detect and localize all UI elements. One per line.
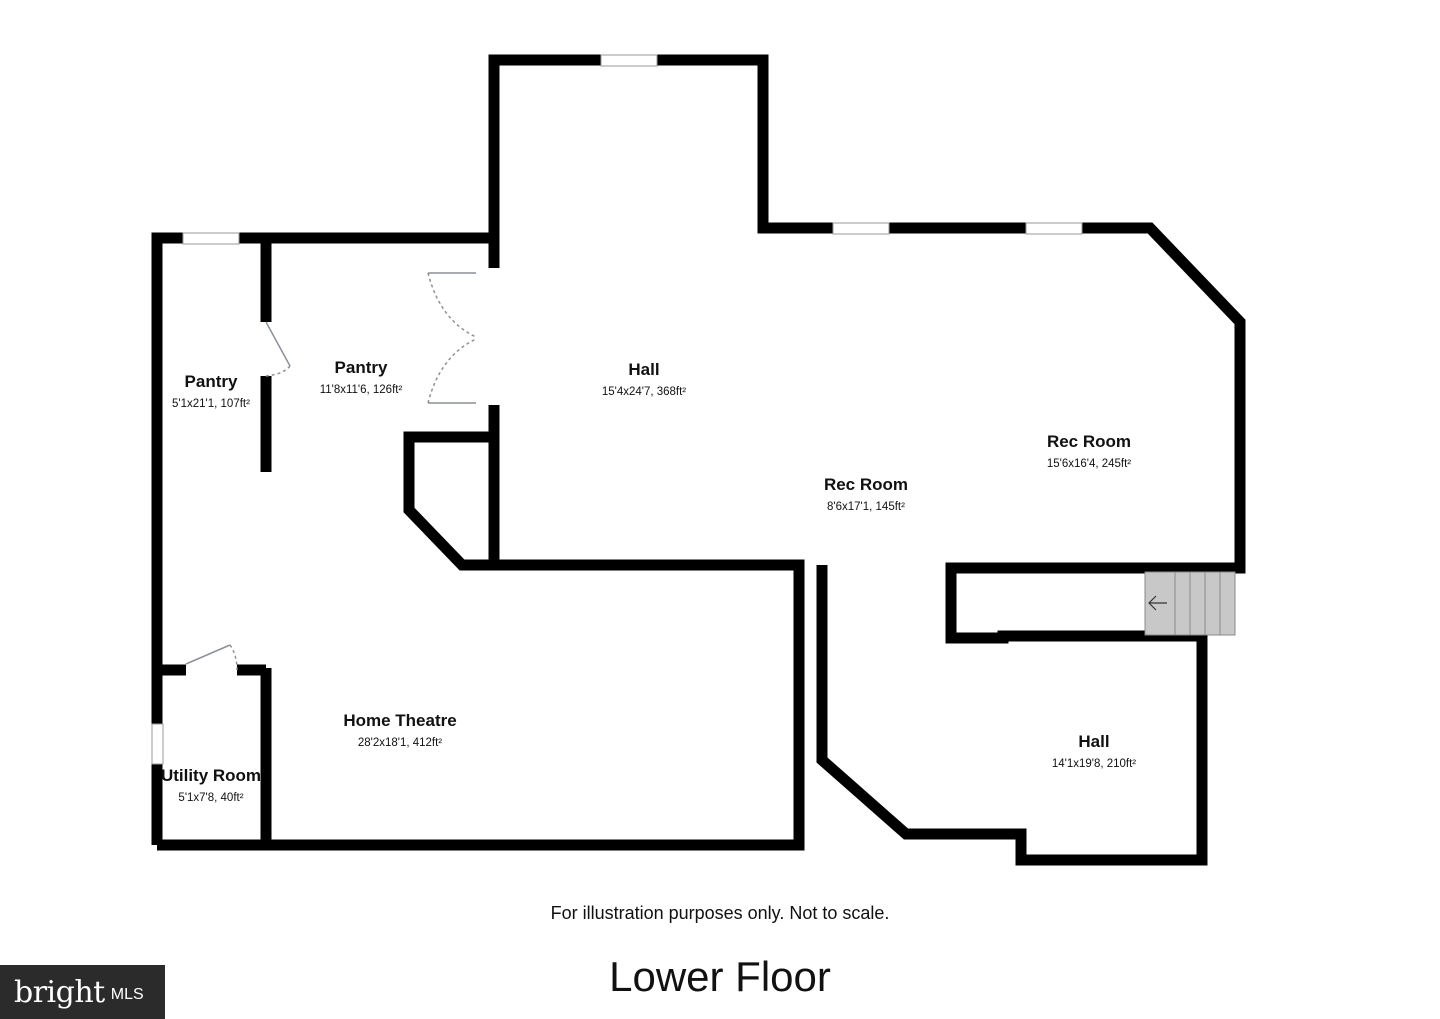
room-name: Home Theatre bbox=[343, 711, 456, 730]
floor-plan: Pantry 5'1x21'1, 107ft² Pantry 11'8x11'6… bbox=[151, 54, 1246, 866]
room-labels: Pantry 5'1x21'1, 107ft² Pantry 11'8x11'6… bbox=[161, 358, 1136, 804]
room-dims: 8'6x17'1, 145ft² bbox=[827, 501, 905, 513]
stairs-arrow-icon bbox=[1148, 595, 1167, 611]
logo-brand: bright bbox=[14, 974, 105, 1010]
room-name: Utility Room bbox=[161, 766, 261, 785]
disclaimer: For illustration purposes only. Not to s… bbox=[550, 903, 890, 923]
bright-mls-logo: bright MLS bbox=[0, 965, 165, 1019]
room-dims: 5'1x21'1, 107ft² bbox=[172, 398, 250, 410]
doors bbox=[185, 272, 477, 671]
room-dims: 11'8x11'6, 126ft² bbox=[320, 384, 403, 396]
window bbox=[151, 723, 164, 765]
room-name: Rec Room bbox=[1047, 432, 1131, 451]
window bbox=[182, 232, 240, 245]
room-name: Pantry bbox=[335, 358, 388, 377]
window bbox=[600, 54, 658, 67]
floor-title: Lower Floor bbox=[609, 953, 831, 1000]
window bbox=[1025, 222, 1083, 235]
room-name: Pantry bbox=[185, 372, 238, 391]
room-name: Rec Room bbox=[824, 475, 908, 494]
room-dims: 15'6x16'4, 245ft² bbox=[1047, 458, 1131, 470]
room-dims: 14'1x19'8, 210ft² bbox=[1052, 758, 1136, 770]
windows bbox=[151, 54, 1083, 765]
logo-suffix: MLS bbox=[110, 986, 144, 1003]
stairs bbox=[1144, 571, 1236, 636]
window bbox=[832, 222, 890, 235]
room-dims: 5'1x7'8, 40ft² bbox=[178, 792, 243, 804]
room-name: Hall bbox=[628, 360, 659, 379]
walls bbox=[151, 54, 1246, 866]
room-dims: 28'2x18'1, 412ft² bbox=[358, 737, 442, 749]
room-name: Hall bbox=[1078, 732, 1109, 751]
room-dims: 15'4x24'7, 368ft² bbox=[602, 386, 686, 398]
